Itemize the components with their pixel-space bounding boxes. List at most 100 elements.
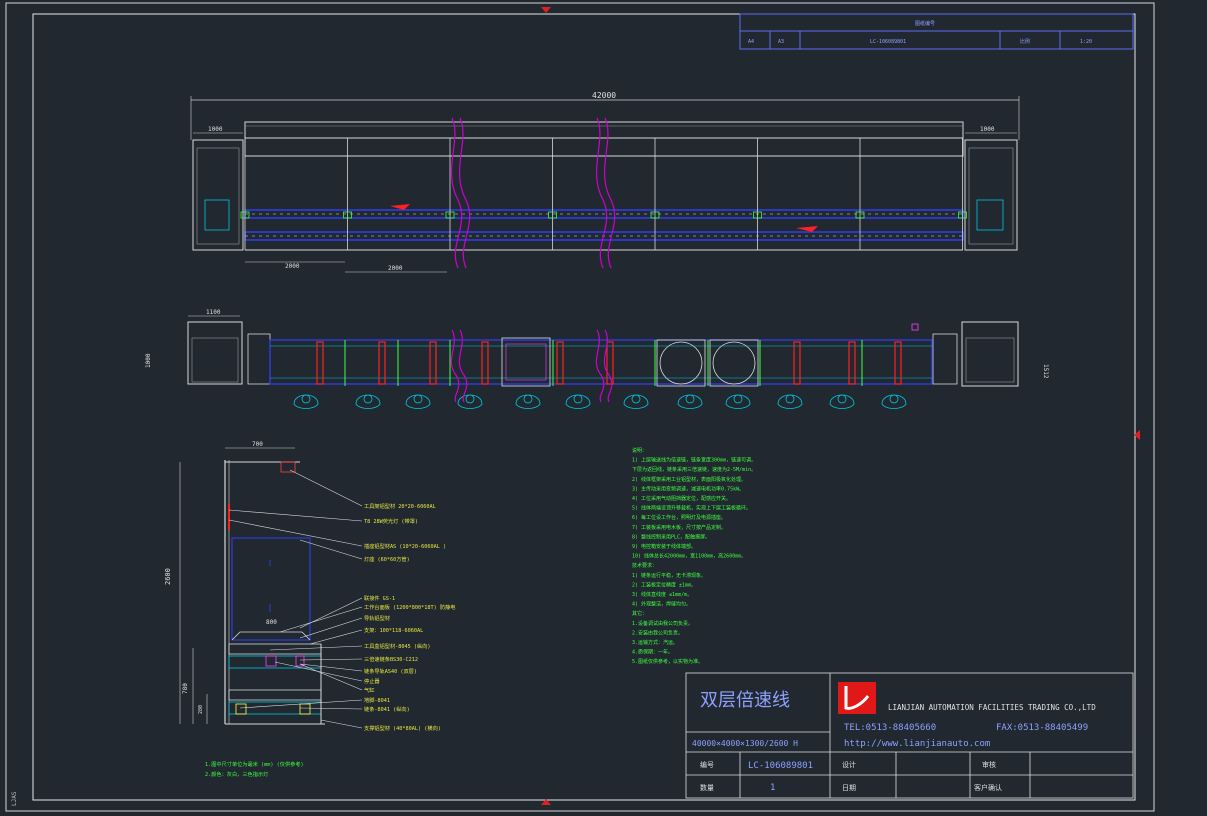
- label-date: 日期: [842, 784, 856, 792]
- note-line: 8) 整线控制采用PLC，配触摸屏。: [632, 533, 710, 540]
- operator-head-icon: [465, 394, 475, 404]
- leader-line: [279, 606, 363, 633]
- company-web: http://www.lianjianauto.com: [844, 739, 990, 749]
- note-line: 2) 线体框架采用工业铝型材，表面阳极氧化处理。: [632, 476, 746, 483]
- leader-line: [269, 645, 363, 651]
- note-line: 5.图纸仅供参考，以实物为准。: [632, 658, 703, 665]
- note-line: 1) 链条运行平稳，无卡滞现象。: [632, 572, 706, 579]
- operator-head-icon: [685, 394, 695, 404]
- operator-icon: [829, 394, 855, 409]
- note-line: 说明：: [632, 447, 647, 454]
- section-view: 700 2600 780 280 800 工具架铝型材 20*20-6060AL…: [164, 441, 455, 778]
- station-post: [894, 341, 902, 385]
- callout-0: 工具架铝型材 20*20-6060AL: [364, 502, 436, 510]
- station-post: [606, 341, 614, 385]
- note-line: 4) 工位采用气动阻挡器定位，配感应开关。: [632, 495, 731, 502]
- header-cell-3: LC-106089801: [870, 39, 906, 45]
- dim-pitch-b: 2000: [388, 265, 403, 272]
- station-post: [481, 341, 489, 385]
- header-cell-2: A3: [778, 39, 784, 45]
- technical-notes: 说明： 1) 上层输送线为倍速链，链条宽度300mm，链速可调。 下层为返回线，链…: [632, 447, 756, 665]
- note-line: 1) 上层输送线为倍速链，链条宽度300mm，链速可调。: [632, 457, 756, 464]
- note-line: 6) 每工位设工作台，照明灯及电源插座。: [632, 514, 726, 521]
- roller-mark: [548, 211, 557, 219]
- callout-9: 三倍速链条BS30-C212: [364, 655, 418, 663]
- leader-line: [299, 663, 363, 672]
- operator-icon: [677, 394, 703, 409]
- company-logo: [838, 682, 876, 714]
- operator-icon: [293, 394, 319, 409]
- leader-line: [228, 519, 363, 547]
- callout-2: 插座铝型材AS (10*20-6060AL ): [364, 542, 446, 550]
- dim-right-end: 1000: [980, 126, 995, 133]
- note-line: 9) 电控箱安装于线体端部。: [632, 543, 696, 550]
- label-no: 编号: [700, 760, 714, 769]
- operator-icon: [565, 394, 591, 409]
- center-mark-right: [1134, 430, 1140, 440]
- operator-head-icon: [631, 394, 641, 404]
- station-post: [429, 341, 437, 385]
- leader-line: [228, 509, 363, 522]
- callout-5: 工作台面板 (1200*800*18T) 防静电: [364, 603, 455, 611]
- leader-line: [299, 663, 363, 691]
- note-line: 1.设备调试由我公司负责。: [632, 620, 693, 627]
- operator-head-icon: [413, 394, 423, 404]
- note-line: 5) 线体两端设顶升移载机，实现上下层工装板循环。: [632, 505, 751, 512]
- callout-11: 停止器: [364, 677, 380, 685]
- roller-mark: [445, 211, 455, 219]
- operator-head-icon: [363, 394, 373, 404]
- operator-icon: [623, 394, 649, 409]
- note-line: 3) 线体直线度 ≤1mm/m。: [632, 591, 692, 598]
- leader-line: [320, 719, 363, 729]
- title-cn: 双层倍速线: [700, 690, 790, 711]
- section-note-0: 1.图中尺寸单位为毫米 (mm) (仅供参考): [205, 760, 304, 768]
- leader-line: [299, 658, 363, 661]
- header-block: [739, 13, 1134, 50]
- dim-section-width: 700: [252, 441, 263, 448]
- operator-icon: [355, 394, 381, 409]
- note-line: 4.质保期：一年。: [632, 649, 673, 656]
- label-design: 设计: [842, 760, 856, 769]
- operator-icon: [515, 394, 541, 409]
- station-post: [556, 341, 564, 385]
- callout-3: 灯座 (60*60方管): [364, 555, 410, 563]
- callout-7: 支架：100*118-6060AL: [364, 626, 423, 634]
- roller-mark: [958, 211, 967, 219]
- callout-6: 导轨铝型材: [364, 614, 390, 622]
- operator-head-icon: [837, 394, 847, 404]
- center-mark-top: [541, 7, 551, 13]
- size-code: 40000×4000×1300/2600 H: [692, 739, 798, 748]
- roller-mark: [343, 211, 352, 219]
- dim-section-inner: 800: [266, 619, 277, 626]
- roller-mark: [650, 211, 660, 219]
- header-cell-1: A4: [748, 39, 754, 45]
- inner-frame: [32, 13, 1136, 801]
- section-note-1: 2.颜色：灰白，三色指示灯: [205, 770, 268, 778]
- leader-line: [299, 539, 363, 560]
- company-fax: FAX:0513-88405499: [996, 723, 1088, 733]
- operator-icon: [405, 394, 431, 409]
- note-line: 2.安装由我公司负责。: [632, 629, 683, 636]
- operator-icon: [457, 394, 483, 409]
- callout-4: 联接件 GS-1: [364, 594, 395, 602]
- note-line: 下层为返回线，链条采用三倍速链，速度为2-5M/min。: [632, 466, 756, 473]
- operator-head-icon: [523, 394, 533, 404]
- station-post: [848, 341, 856, 385]
- callout-1: T8 28W荧光灯 (带罩): [364, 517, 418, 525]
- company-tel: TEL:0513-88405660: [844, 723, 936, 733]
- dim-plan-height-left: 1000: [145, 353, 152, 368]
- note-line: 3.运输方式：汽运。: [632, 639, 678, 646]
- note-line: 其它：: [632, 610, 647, 617]
- leader-line: [299, 617, 363, 639]
- note-line: 技术要求：: [632, 562, 657, 569]
- qty-value: 1: [770, 783, 775, 793]
- operator-head-icon: [573, 394, 583, 404]
- roller-mark: [240, 211, 250, 219]
- note-line: 10) 线体总长42000mm，宽1100mm，高2600mm。: [632, 553, 746, 560]
- station-post: [316, 341, 324, 385]
- operator-head-icon: [733, 394, 743, 404]
- roller-mark: [753, 211, 762, 219]
- dim-overall-length: 42000: [592, 91, 616, 100]
- label-audit: 审核: [982, 760, 996, 769]
